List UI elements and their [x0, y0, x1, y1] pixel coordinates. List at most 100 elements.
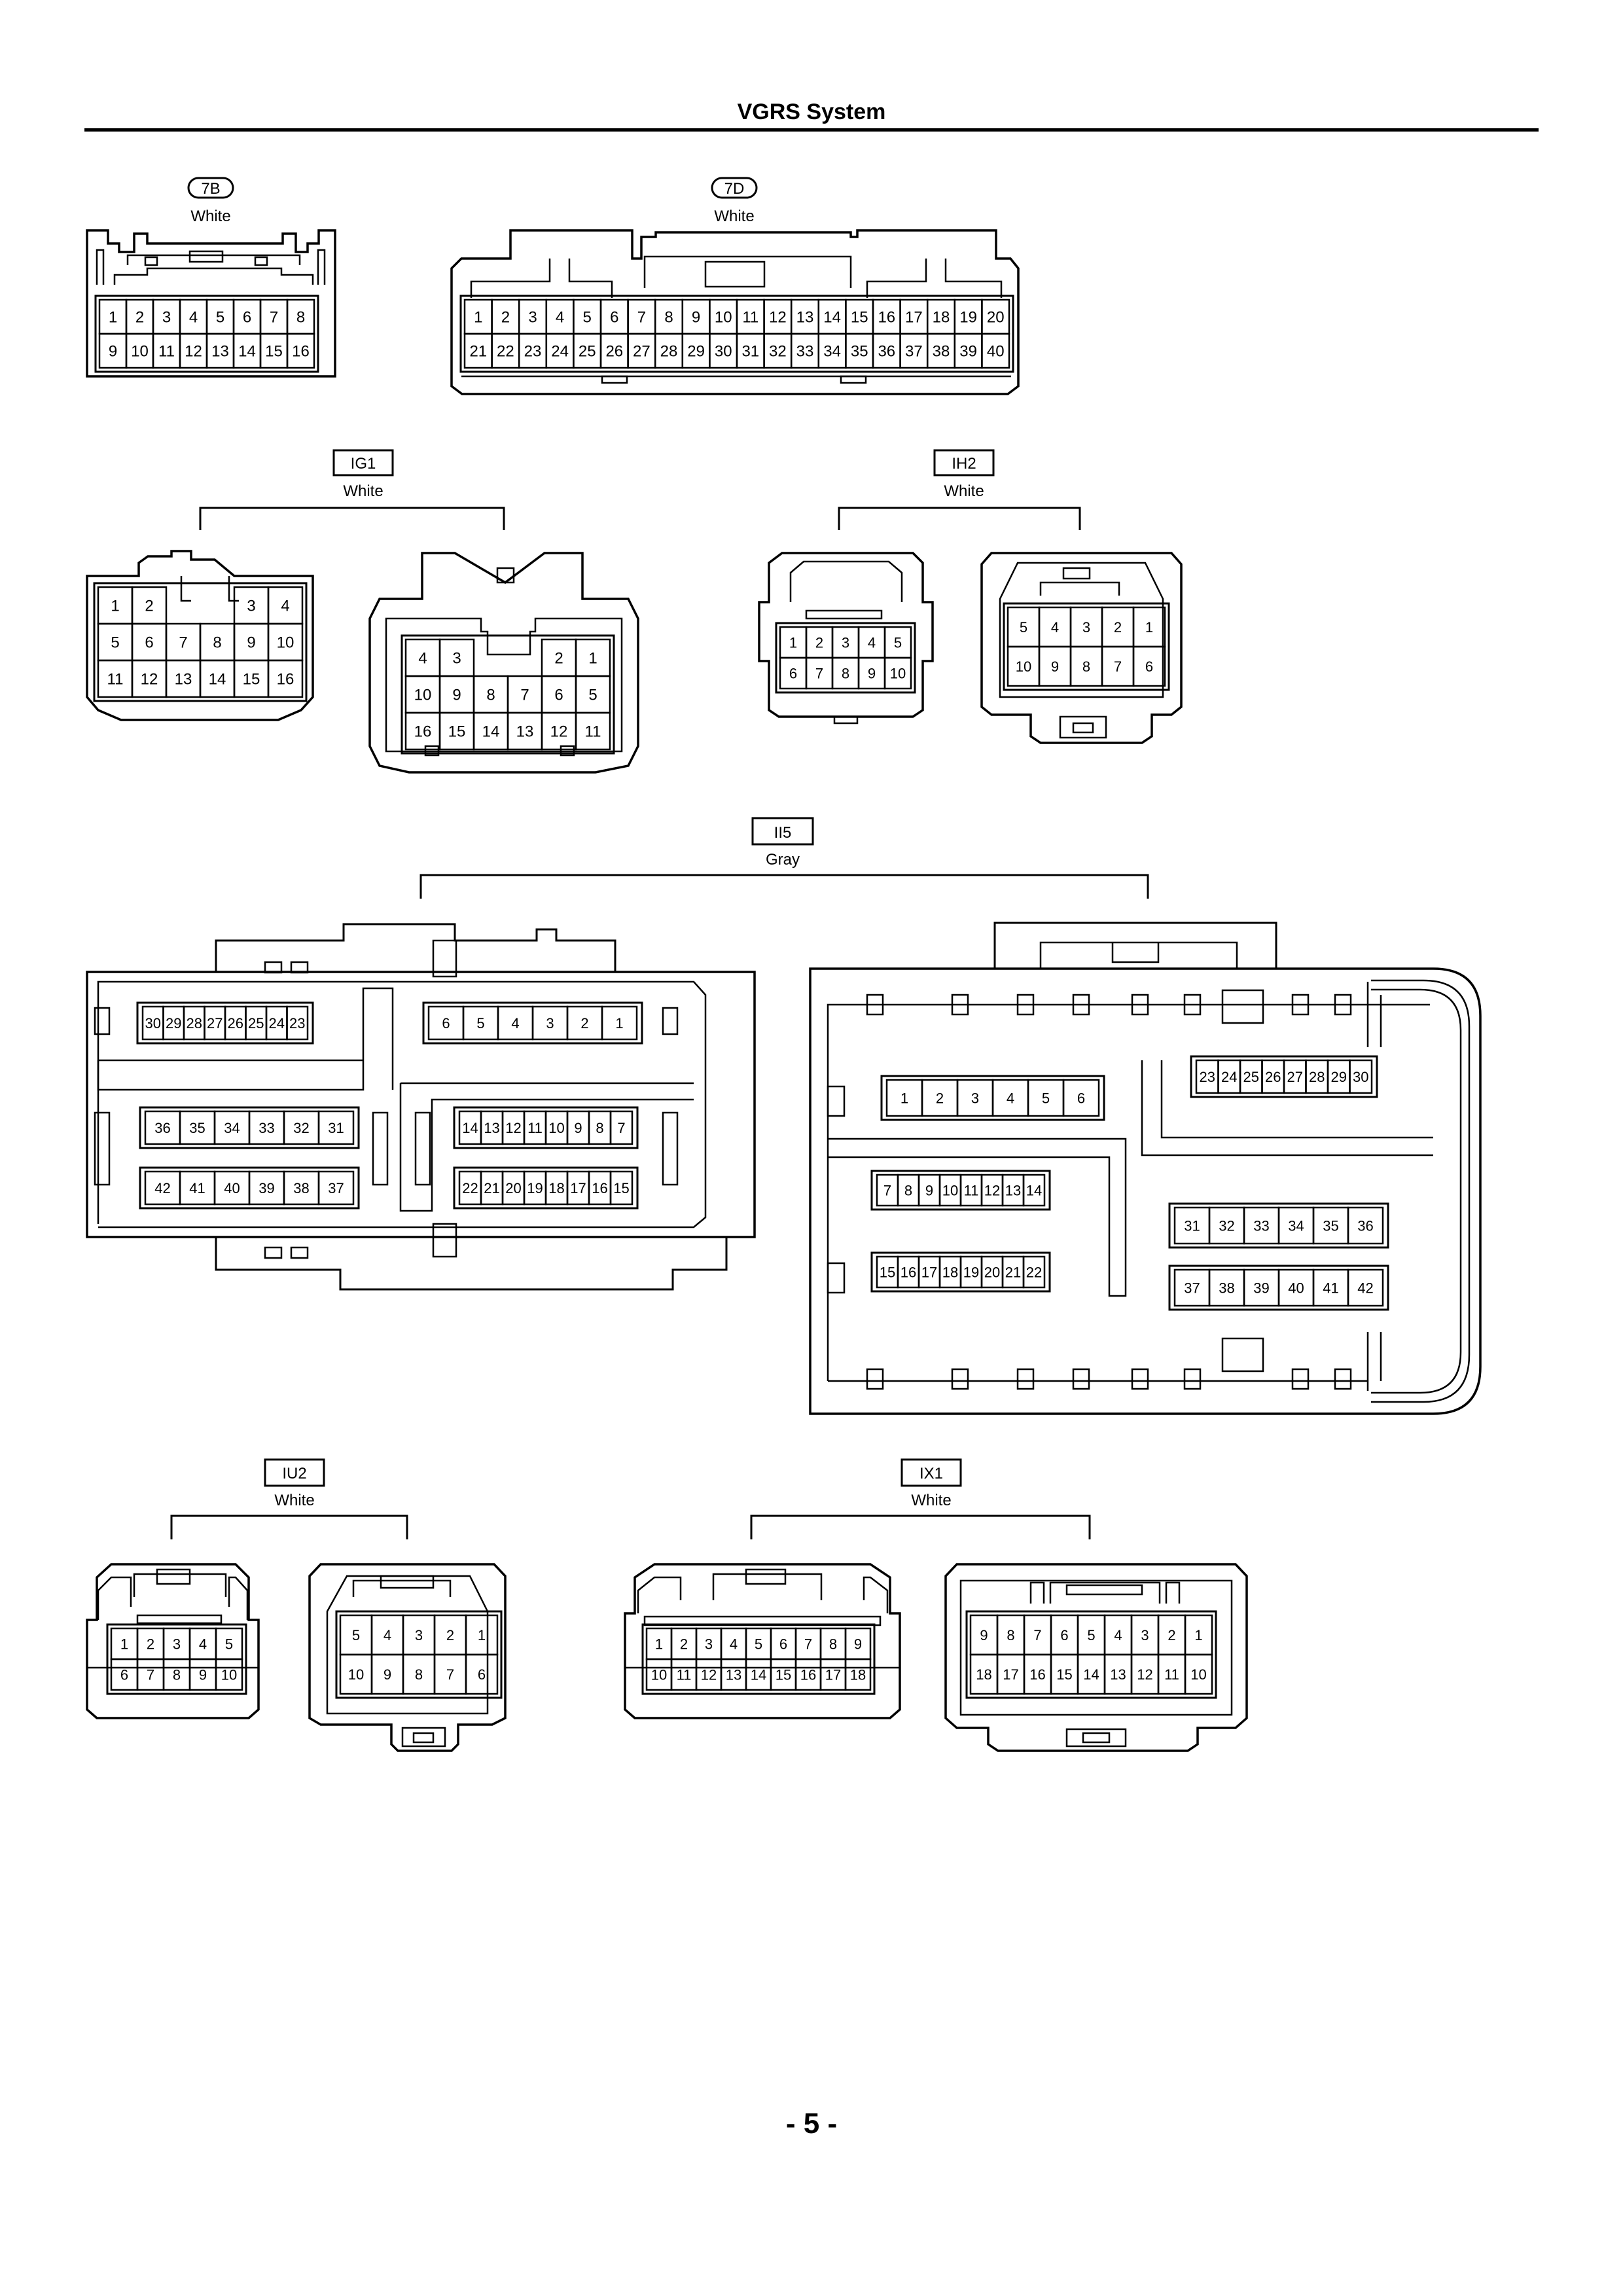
pin-number: 5: [216, 309, 224, 327]
housing-notch: [1072, 994, 1090, 1016]
connector-ih2-color: White: [944, 482, 984, 500]
pin-number: 5: [476, 1015, 484, 1031]
housing-notch: [1016, 1368, 1035, 1390]
pin-number: 35: [851, 343, 868, 361]
pin-number: 30: [715, 343, 732, 361]
pin-number: 6: [478, 1666, 486, 1683]
pin-number: 18: [933, 309, 950, 327]
connector-ii5-left-housing: [86, 923, 756, 1291]
pin-number: 16: [414, 723, 432, 741]
pin-number: 5: [588, 687, 597, 704]
pin-block-frame: [94, 295, 319, 373]
pin-number: 9: [854, 1636, 862, 1652]
pin-number: 41: [1323, 1280, 1338, 1296]
pin-number: 8: [296, 309, 305, 327]
pin-number: 2: [135, 309, 144, 327]
pin-number: 23: [289, 1015, 305, 1031]
connector-ig1-left-housing: [86, 550, 314, 721]
pin-block-frame: [870, 1251, 1051, 1293]
pin-number: 4: [556, 309, 564, 327]
pin-number: 10: [548, 1120, 564, 1136]
pin-number: 2: [580, 1015, 588, 1031]
pin-block-frame: [1168, 1202, 1389, 1249]
pin-number: 8: [213, 634, 221, 652]
pin-number: 7: [147, 1666, 154, 1683]
connector-iu2-left-housing: [86, 1563, 260, 1719]
pin-number: 2: [936, 1090, 944, 1106]
pin-number: 1: [1194, 1627, 1202, 1643]
pin-number: 12: [984, 1182, 1000, 1198]
pin-number: 25: [1243, 1069, 1259, 1085]
pin-number: 25: [579, 343, 596, 361]
pin-number: 18: [548, 1180, 564, 1196]
pin-number: 34: [224, 1120, 240, 1136]
pin-number: 39: [1253, 1280, 1269, 1296]
connector-ix1-label: IX1 White: [750, 1458, 1091, 1539]
pin-block-frame: [106, 1623, 247, 1695]
pin-number: 1: [655, 1636, 663, 1652]
pin-number: 5: [352, 1627, 360, 1643]
pin-number: 7: [1114, 658, 1122, 675]
pin-number: 17: [570, 1180, 586, 1196]
pin-number: 12: [505, 1120, 521, 1136]
pin-number: 3: [452, 650, 461, 668]
pin-number: 20: [984, 1264, 1000, 1280]
pin-block-frame: [139, 1106, 360, 1149]
housing-notch: [951, 994, 969, 1016]
pin-number: 8: [1007, 1627, 1014, 1643]
title-rule: [84, 128, 1539, 132]
pin-number: 29: [687, 343, 705, 361]
housing-notch: [1183, 994, 1202, 1016]
housing-notch: [1291, 994, 1310, 1016]
pin-number: 12: [769, 309, 787, 327]
pin-cell: [465, 1653, 499, 1695]
pin-number: 10: [651, 1666, 667, 1683]
connector-ih2-left-housing: [758, 552, 934, 725]
pin-block-frame: [641, 1623, 876, 1695]
pin-number: 12: [1137, 1666, 1152, 1683]
pin-number: 9: [199, 1666, 207, 1683]
pin-number: 20: [987, 309, 1005, 327]
pin-number: 6: [789, 665, 797, 681]
pin-number: 4: [418, 650, 427, 668]
pin-cell: [317, 1170, 355, 1206]
pin-number: 5: [755, 1636, 762, 1652]
pin-number: 9: [109, 343, 117, 361]
pin-number: 9: [574, 1120, 582, 1136]
pin-number: 31: [328, 1120, 344, 1136]
pin-number: 7: [883, 1182, 891, 1198]
pin-number: 17: [905, 309, 923, 327]
pin-number: 16: [592, 1180, 607, 1196]
pin-number: 22: [462, 1180, 478, 1196]
pin-number: 3: [971, 1090, 979, 1106]
pin-number: 33: [1253, 1217, 1269, 1234]
pin-number: 3: [162, 309, 171, 327]
pin-number: 24: [269, 1015, 285, 1031]
pin-number: 9: [925, 1182, 933, 1198]
pin-number: 11: [107, 671, 124, 689]
connector-ix1-code: IX1: [919, 1465, 943, 1482]
pin-number: 1: [474, 309, 482, 327]
pin-number: 28: [660, 343, 678, 361]
pin-number: 9: [692, 309, 700, 327]
pin-number: 17: [921, 1264, 937, 1280]
pin-number: 2: [680, 1636, 688, 1652]
pin-number: 4: [1114, 1627, 1122, 1643]
pin-block-frame: [453, 1106, 639, 1149]
pin-number: 18: [976, 1666, 991, 1683]
pin-number: 7: [270, 309, 278, 327]
pin-number: 37: [1184, 1280, 1200, 1296]
pin-number: 1: [478, 1627, 486, 1643]
pin-number: 16: [277, 671, 294, 689]
pin-number: 8: [415, 1666, 423, 1683]
pin-number: 32: [293, 1120, 309, 1136]
connector-iu2-code: IU2: [282, 1465, 306, 1482]
pin-number: 6: [1077, 1090, 1085, 1106]
pin-number: 20: [505, 1180, 521, 1196]
housing-notch: [951, 1368, 969, 1390]
pin-number: 12: [701, 1666, 717, 1683]
pin-number: 22: [1026, 1264, 1042, 1280]
